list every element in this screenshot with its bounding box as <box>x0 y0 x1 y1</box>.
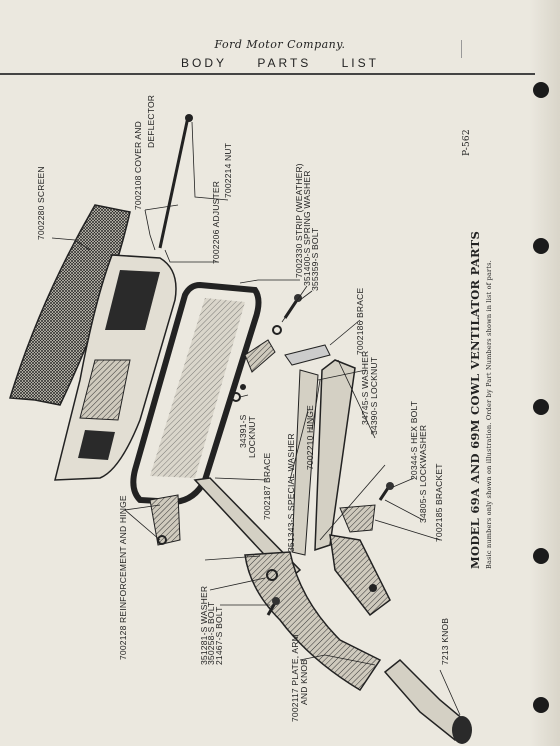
callout-bolt-355359: 355359-S BOLT <box>310 227 320 291</box>
callout-bracket: 7002185 BRACKET <box>434 463 444 542</box>
callout-adjuster: 7002206 ADJUSTER <box>211 180 221 264</box>
binder-edge <box>530 0 560 746</box>
callout-reinforcement: 7002128 REINFORCEMENT AND HINGE <box>118 495 128 660</box>
leader-lines <box>51 121 461 716</box>
page-header-title: BODY PARTS LIST <box>0 56 560 70</box>
callout-and-knob: AND KNOB <box>299 659 309 705</box>
adjuster-part <box>158 116 190 249</box>
header-rule <box>0 73 535 75</box>
edge-mark <box>461 40 462 58</box>
callout-lockwasher: 34805-S LOCKWASHER <box>418 424 428 523</box>
callout-bolt-21467: 21467-S BOLT <box>214 606 224 665</box>
callout-brace-7002186: 7002186 BRACE <box>355 287 365 355</box>
binder-hole <box>533 238 549 254</box>
callout-special-washer: 351343-S SPECIAL WASHER <box>286 433 296 552</box>
callout-screen: 7002280 SCREEN <box>36 166 46 240</box>
header-word: LIST <box>341 56 379 70</box>
callout-knob: 7213 KNOB <box>440 617 450 665</box>
binder-hole <box>533 399 549 415</box>
page-title: MODEL 69A AND 69M COWL VENTILATOR PARTS <box>468 230 482 569</box>
bracket-7002185-part <box>339 504 376 533</box>
company-brand: Ford Motor Company. <box>214 38 346 51</box>
page-subtitle: Basic numbers only shown on illustration… <box>485 260 493 569</box>
binder-hole <box>533 697 549 713</box>
reinforcement-hinge-part <box>149 494 181 546</box>
binder-hole <box>533 82 549 98</box>
callout-locknut-34390: 34390-S LOCKNUT <box>369 356 379 435</box>
hinge-7002210-part <box>244 339 276 373</box>
callout-nut: 7002214 NUT <box>223 142 233 198</box>
bolt-21467-part <box>266 597 280 616</box>
callout-deflector: DEFLECTOR <box>146 94 156 148</box>
plate-arm-knob-part <box>244 551 382 692</box>
hex-bolt-part <box>378 482 394 501</box>
binder-hole <box>533 548 549 564</box>
header-word: BODY <box>181 56 228 70</box>
callout-locknut-34391-label: LOCKNUT <box>247 415 257 458</box>
callout-cover: 7002108 COVER AND <box>133 121 143 210</box>
brace-7002186-part <box>284 344 331 366</box>
callout-hinge: 7002210 HINGE <box>305 405 315 470</box>
knob-7213-part <box>452 716 472 744</box>
header-word: PARTS <box>257 56 312 70</box>
page-number: P-562 <box>462 129 472 156</box>
callout-brace-7002187: 7002187 BRACE <box>262 452 272 520</box>
